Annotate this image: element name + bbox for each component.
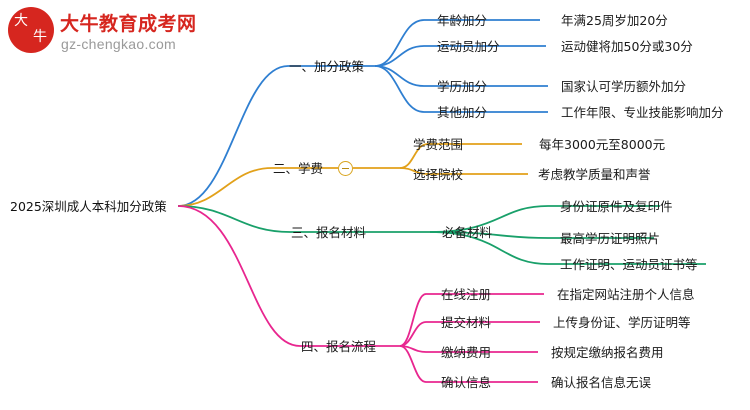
- branch-4-label[interactable]: 四、报名流程: [301, 339, 377, 354]
- branch-4-child-2-detail[interactable]: 上传身份证、学历证明等: [553, 315, 691, 330]
- branch-3-child-3-detail[interactable]: 工作证明、运动员证书等: [560, 257, 698, 272]
- branch-4-child-4-label[interactable]: 确认信息: [441, 375, 492, 390]
- branch-1-child-4-detail[interactable]: 工作年限、专业技能影响加分: [561, 105, 724, 120]
- minus-circle-icon[interactable]: [338, 161, 353, 176]
- branch-3-child-1-detail[interactable]: 身份证原件及复印件: [560, 199, 673, 214]
- branch-1-child-2-detail[interactable]: 运动健将加50分或30分: [561, 39, 693, 54]
- branch-3-lines: [177, 205, 706, 265]
- branch-2-child-2-detail[interactable]: 考虑教学质量和声誉: [538, 167, 651, 182]
- branch-3-child-2-detail[interactable]: 最高学历证明照片: [560, 231, 661, 246]
- branch-1-child-4-label[interactable]: 其他加分: [437, 105, 488, 120]
- logo-title: 大牛教育成考网: [60, 13, 197, 35]
- branch-2-child-2-label[interactable]: 选择院校: [413, 167, 464, 182]
- branch-2-label[interactable]: 二、学费: [273, 161, 324, 176]
- branch-2-lines: [177, 143, 528, 207]
- logo-badge-char-1: 大: [14, 14, 28, 29]
- branch-3-child-1-label[interactable]: 必备材料: [442, 225, 493, 240]
- branch-4-child-2-label[interactable]: 提交材料: [441, 315, 492, 330]
- branch-1-child-1-detail[interactable]: 年满25周岁加20分: [561, 13, 668, 28]
- branch-1-child-1-label[interactable]: 年龄加分: [437, 13, 488, 28]
- branch-1-child-2-label[interactable]: 运动员加分: [437, 39, 500, 54]
- branch-3-label[interactable]: 三、报名材料: [291, 225, 367, 240]
- branch-4-child-1-label[interactable]: 在线注册: [441, 287, 492, 302]
- branch-2-child-1-detail[interactable]: 每年3000元至8000元: [539, 137, 666, 152]
- branch-1-label[interactable]: 一、加分政策: [289, 59, 365, 74]
- branch-1-child-3-label[interactable]: 学历加分: [437, 79, 488, 94]
- branch-4-child-4-detail[interactable]: 确认报名信息无误: [551, 375, 652, 390]
- branch-1-child-3-detail[interactable]: 国家认可学历额外加分: [561, 79, 687, 94]
- site-logo: 大 牛 大牛教育成考网 gz-chengkao.com: [8, 6, 223, 58]
- logo-badge-char-2: 牛: [33, 30, 47, 45]
- branch-2-child-1-label[interactable]: 学费范围: [413, 137, 464, 152]
- branch-1-lines: [177, 19, 548, 207]
- logo-subtitle: gz-chengkao.com: [61, 36, 177, 52]
- branch-4-lines: [177, 205, 544, 383]
- branch-4-child-3-detail[interactable]: 按规定缴纳报名费用: [551, 345, 664, 360]
- branch-4-child-3-label[interactable]: 缴纳费用: [441, 345, 492, 360]
- mindmap-root-node[interactable]: 2025深圳成人本科加分政策: [10, 199, 167, 214]
- logo-badge-icon: 大 牛: [8, 7, 54, 53]
- branch-4-child-1-detail[interactable]: 在指定网站注册个人信息: [557, 287, 695, 302]
